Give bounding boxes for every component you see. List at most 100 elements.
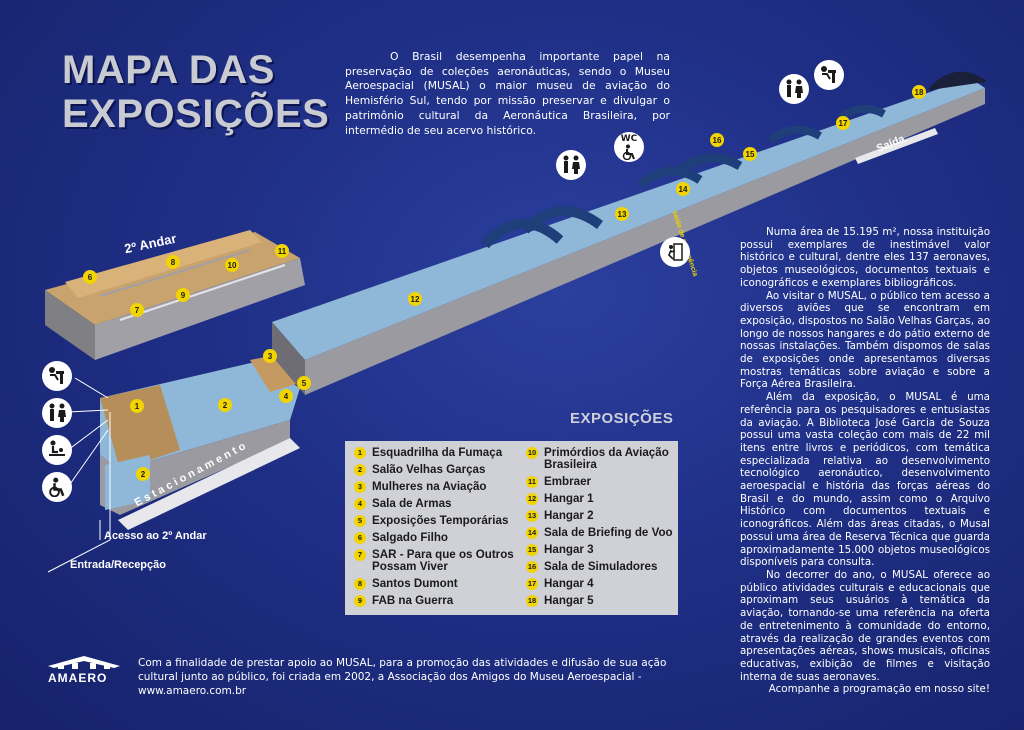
marker-6: 6 (83, 270, 97, 284)
marker-9: 9 (176, 288, 190, 302)
legend-number-badge: 6 (354, 532, 366, 544)
restroom-icon (556, 150, 586, 180)
pointer-lines (47, 377, 111, 573)
marker-10: 10 (225, 258, 239, 272)
legend-label: Mulheres na Aviação (372, 480, 487, 493)
marker-16: 16 (710, 133, 724, 147)
entrance-label: Entrada/Recepção (70, 559, 166, 571)
marker-15: 15 (743, 147, 757, 161)
legend-number-badge: 17 (526, 578, 538, 590)
description-paragraph: Além da exposição, o MUSAL é uma referên… (740, 391, 990, 569)
legend-label: Exposições Temporárias (372, 514, 509, 527)
marker-14: 14 (676, 182, 690, 196)
legend-title: EXPOSIÇÕES (570, 410, 674, 427)
description-paragraph: Ao visitar o MUSAL, o público tem acesso… (740, 289, 990, 391)
second-floor-building (45, 230, 305, 360)
marker-2a: 2 (218, 398, 232, 412)
legend-number-badge: 4 (354, 498, 366, 510)
legend-label: Hangar 3 (544, 543, 594, 556)
wc-text: WC (620, 133, 638, 144)
amaero-logo (48, 656, 120, 669)
accessible-wc-icon: WC (614, 132, 644, 162)
marker-11: 11 (275, 244, 289, 258)
legend-label: Embraer (544, 475, 592, 488)
legend-item: 11 Embraer (526, 476, 676, 488)
legend-number-badge: 5 (354, 515, 366, 527)
legend-number-badge: 18 (526, 595, 538, 607)
legend-item: 13 Hangar 2 (526, 510, 676, 522)
intro-paragraph: O Brasil desempenha importante papel na … (345, 50, 670, 137)
legend-number-badge: 9 (354, 595, 366, 607)
title-line-2: EXPOSIÇÕES (62, 92, 330, 136)
legend-label: Esquadrilha da Fumaça (372, 446, 503, 459)
marker-12: 12 (408, 292, 422, 306)
legend-number-badge: 2 (354, 464, 366, 476)
marker-8: 8 (166, 255, 180, 269)
legend-item: 16 Sala de Simuladores (526, 561, 676, 573)
marker-18: 18 (912, 85, 926, 99)
legend-label: Salgado Filho (372, 531, 449, 544)
legend-number-badge: 10 (526, 447, 538, 459)
legend-label: Sala de Armas (372, 497, 452, 510)
legend-number-badge: 8 (354, 578, 366, 590)
legend-label: Hangar 5 (544, 594, 594, 607)
emergency-exit-icon (660, 237, 690, 267)
legend-item: 3 Mulheres na Aviação (354, 481, 524, 493)
legend-label: Salão Velhas Garças (372, 463, 486, 476)
marker-3: 3 (263, 349, 277, 363)
marker-17: 17 (836, 116, 850, 130)
legend-item: 10 Primórdios da Aviação Brasileira (526, 447, 676, 471)
legend-label: Primórdios da Aviação Brasileira (544, 446, 669, 471)
legend-number-badge: 1 (354, 447, 366, 459)
legend-number-badge: 3 (354, 481, 366, 493)
marker-4: 4 (279, 389, 293, 403)
parking-road (118, 438, 300, 530)
legend-item: 15 Hangar 3 (526, 544, 676, 556)
legend-number-badge: 16 (526, 561, 538, 573)
legend-item: 18 Hangar 5 (526, 595, 676, 607)
hangar-corridor (272, 71, 987, 395)
legend-label: Hangar 1 (544, 492, 594, 505)
baby-changing-icon (42, 435, 72, 465)
marker-1: 1 (130, 399, 144, 413)
legend-number-badge: 12 (526, 493, 538, 505)
legend-item: 14 Sala de Briefing de Voo (526, 527, 676, 539)
legend-column-1: 1 Esquadrilha da Fumaça 2 Salão Velhas Garç… (354, 447, 524, 612)
marker-7: 7 (130, 303, 144, 317)
legend-label: Sala de Simuladores (544, 560, 658, 573)
legend-item: 9 FAB na Guerra (354, 595, 524, 607)
marker-5: 5 (297, 376, 311, 390)
legend-item: 12 Hangar 1 (526, 493, 676, 505)
logo-text: AMAERO (48, 671, 108, 685)
legend-item: 6 Salgado Filho (354, 532, 524, 544)
access-2nd-floor-label: Acesso ao 2º Andar (104, 530, 207, 542)
legend-item: 17 Hangar 4 (526, 578, 676, 590)
legend-label: SAR - Para que os Outros Possam Viver (372, 548, 514, 573)
legend-label: Hangar 2 (544, 509, 594, 522)
legend-item: 2 Salão Velhas Garças (354, 464, 524, 476)
legend-number-badge: 14 (526, 527, 538, 539)
legend-label: Hangar 4 (544, 577, 594, 590)
legend-number-badge: 15 (526, 544, 538, 556)
legend-item: 5 Exposições Temporárias (354, 515, 524, 527)
legend-label: Sala de Briefing de Voo (544, 526, 673, 539)
exit-arrow-shape (855, 128, 938, 164)
exhibitions-legend: 1 Esquadrilha da Fumaça 2 Salão Velhas Garç… (345, 441, 678, 615)
title-line-1: MAPA DAS (62, 48, 275, 92)
description-paragraph: No decorrer do ano, o MUSAL oferece ao p… (740, 568, 990, 683)
marker-13: 13 (615, 207, 629, 221)
page-title: MAPA DAS EXPOSIÇÕES (62, 48, 329, 136)
legend-number-badge: 11 (526, 476, 538, 488)
legend-label: FAB na Guerra (372, 594, 454, 607)
legend-item: 1 Esquadrilha da Fumaça (354, 447, 524, 459)
description-paragraph: Acompanhe a programação em nosso site! (768, 683, 990, 696)
legend-item: 4 Sala de Armas (354, 498, 524, 510)
legend-number-badge: 13 (526, 510, 538, 522)
restroom-icon-2 (779, 74, 809, 104)
wheelchair-icon (42, 472, 72, 502)
drinking-fountain-icon-2 (42, 361, 72, 391)
museum-description: Numa área de 15.195 m², nossa instituiçã… (740, 226, 990, 696)
drinking-fountain-icon (814, 60, 844, 90)
